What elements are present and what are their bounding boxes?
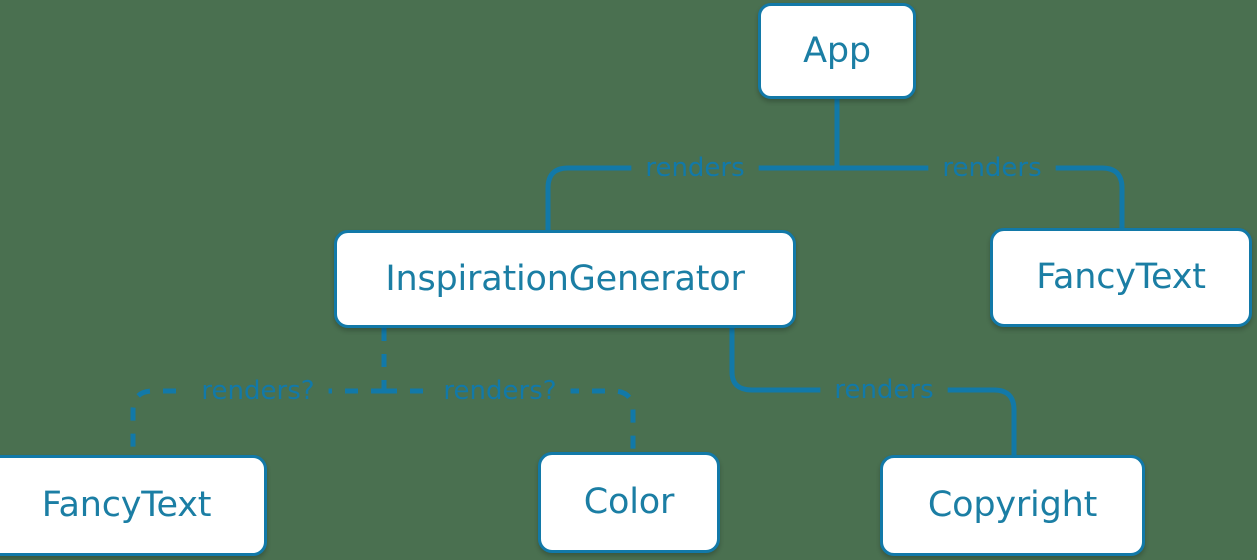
edge-label-app-to-inspirationgenerator: renders [645, 153, 745, 183]
node-fancytext-bottom[interactable]: FancyText [0, 455, 267, 556]
node-copyright-label: Copyright [927, 485, 1098, 525]
node-copyright[interactable]: Copyright [880, 455, 1145, 556]
node-inspirationgenerator-label: InspirationGenerator [385, 258, 745, 299]
node-app-label: App [803, 30, 871, 71]
node-app[interactable]: App [758, 3, 916, 99]
node-color[interactable]: Color [538, 452, 720, 553]
node-inspirationgenerator[interactable]: InspirationGenerator [334, 230, 796, 328]
node-fancytext-right-label: FancyText [1036, 257, 1206, 297]
node-fancytext-right[interactable]: FancyText [990, 228, 1252, 327]
edge-label-inspirationgenerator-to-color: renders? [443, 376, 557, 406]
edge-label-app-to-fancytext: renders [942, 153, 1042, 183]
node-color-label: Color [583, 482, 675, 522]
edge-label-inspirationgenerator-to-copyright: renders [834, 375, 934, 405]
node-fancytext-bottom-label: FancyText [41, 485, 212, 525]
edge-label-inspirationgenerator-to-fancytext: renders? [201, 376, 315, 406]
